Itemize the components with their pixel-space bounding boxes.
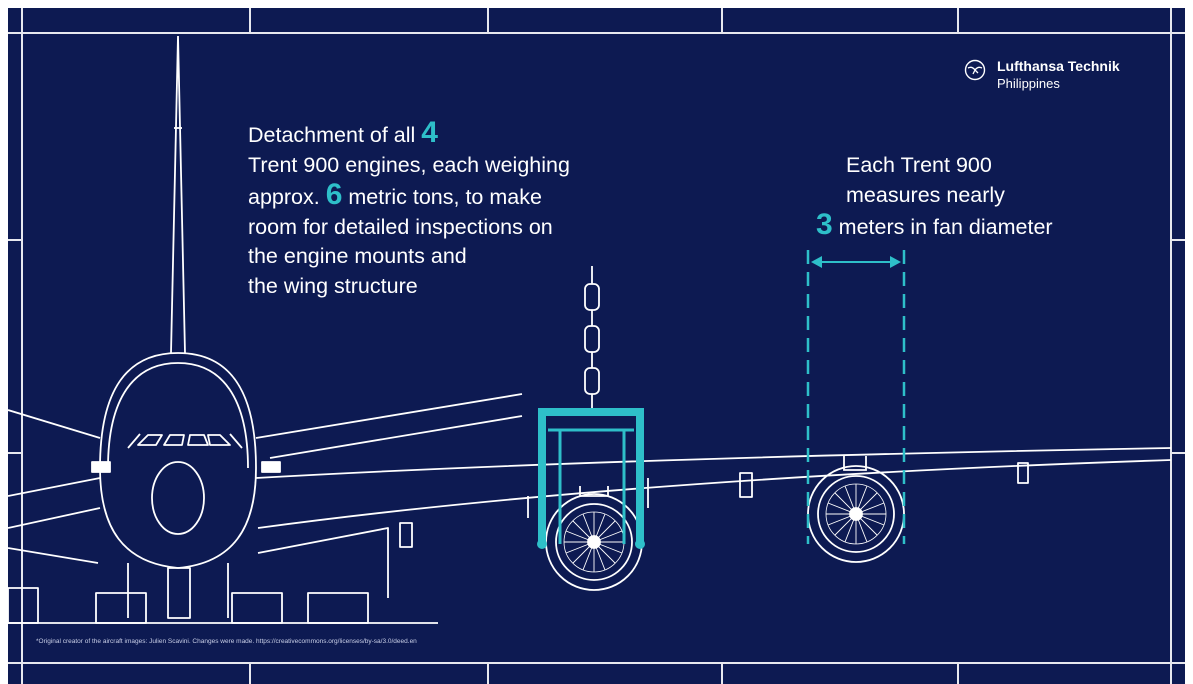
callout-line: room for detailed inspections on [248, 214, 553, 239]
callout-line: the wing structure [248, 273, 418, 298]
callout-line: Detachment of all 4 [248, 116, 438, 149]
brand-name: Lufthansa Technik [997, 58, 1120, 74]
crane-logo-icon [964, 59, 986, 81]
callout-line: measures nearly [846, 182, 1005, 207]
callout-line: Trent 900 engines, each weighing [248, 152, 570, 177]
brand-subtitle: Philippines [997, 76, 1060, 91]
aircraft-front-view [8, 35, 1172, 624]
callout-line: Each Trent 900 [846, 153, 992, 177]
callout-line: approx. 6 metric tons, to make [248, 178, 542, 211]
engine-count: 4 [421, 116, 438, 149]
fan-diameter-value: 3 [816, 208, 833, 241]
fan-diameter-callout: Each Trent 900 measures nearly 3 meters … [816, 151, 1185, 243]
callout-line: the engine mounts and [248, 244, 467, 268]
blueprint-board: Lufthansa Technik Philippines Detachment… [8, 8, 1185, 684]
blueprint-grid [8, 8, 1185, 684]
engine-detachment-callout: Detachment of all 4 Trent 900 engines, e… [248, 118, 668, 301]
callout-line: 3 meters in fan diameter [816, 208, 1053, 241]
blueprint-illustration [8, 8, 1185, 684]
fan-diameter-dimension [806, 250, 906, 544]
engine-hoist [537, 266, 645, 549]
image-credit-footnote: *Original creator of the aircraft images… [36, 638, 417, 645]
engine-weight: 6 [325, 178, 343, 211]
